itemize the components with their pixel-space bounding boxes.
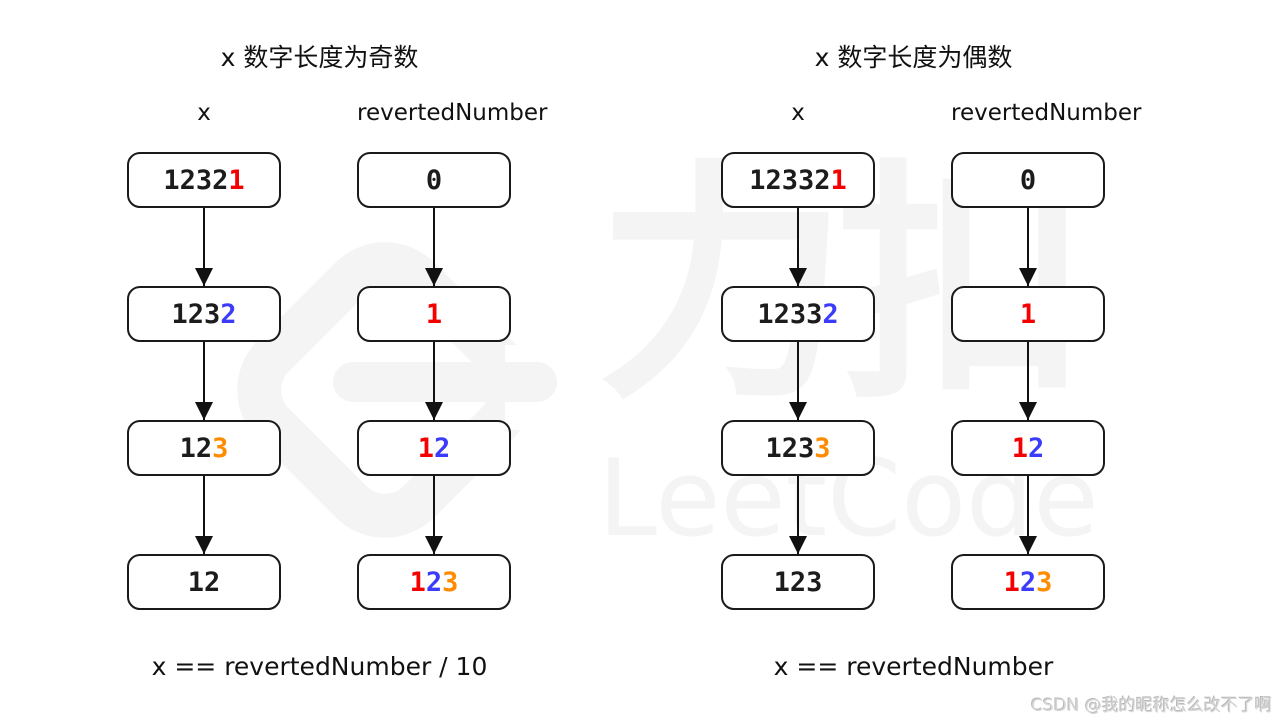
value-box: 123: [721, 554, 875, 610]
digit-segment: 0: [1019, 164, 1037, 196]
digit-segment: 123: [765, 432, 815, 464]
down-arrow: [1027, 208, 1029, 286]
value-box: 12: [127, 554, 281, 610]
digit-segment: 2: [220, 298, 237, 330]
digit-segment: 12332: [749, 164, 831, 196]
digit-segment: 1: [1003, 566, 1020, 598]
down-arrow: [203, 208, 205, 286]
down-arrow: [203, 476, 205, 554]
digit-segment: 123: [171, 298, 221, 330]
down-arrow: [203, 342, 205, 420]
down-arrow: [797, 476, 799, 554]
digit-segment: 2: [1019, 566, 1037, 598]
digit-segment: 123: [773, 566, 823, 598]
leetcode-logo-gap: [505, 345, 590, 430]
digit-segment: 2: [434, 432, 451, 464]
csdn-credit: CSDN @我的昵称怎么改不了啊: [1031, 696, 1272, 716]
digit-segment: 1: [228, 164, 245, 196]
column-header-x: x: [791, 100, 805, 126]
digit-segment: 12: [179, 432, 213, 464]
value-box: 1: [357, 286, 511, 342]
value-box: 0: [357, 152, 511, 208]
down-arrow: [433, 476, 435, 554]
column-header-revertedNumber: revertedNumber: [357, 100, 548, 126]
digit-segment: 1: [1011, 432, 1028, 464]
value-box: 1: [951, 286, 1105, 342]
digit-segment: 2: [1028, 432, 1045, 464]
down-arrow: [797, 342, 799, 420]
digit-segment: 3: [442, 566, 459, 598]
digit-segment: 0: [425, 164, 443, 196]
column-header-revertedNumber: revertedNumber: [951, 100, 1142, 126]
digit-segment: 1233: [757, 298, 823, 330]
down-arrow: [1027, 342, 1029, 420]
digit-segment: 1232: [163, 164, 229, 196]
panel-title: x 数字长度为偶数: [814, 43, 1013, 72]
value-box: 0: [951, 152, 1105, 208]
conclusion-formula: x == revertedNumber: [773, 652, 1054, 681]
digit-segment: 1: [1019, 298, 1037, 330]
down-arrow: [797, 208, 799, 286]
digit-segment: 12: [187, 566, 221, 598]
digit-segment: 2: [425, 566, 443, 598]
conclusion-formula: x == revertedNumber / 10: [151, 652, 488, 681]
down-arrow: [433, 208, 435, 286]
digit-segment: 1: [409, 566, 426, 598]
digit-segment: 1: [425, 298, 443, 330]
digit-segment: 3: [1036, 566, 1053, 598]
down-arrow: [1027, 476, 1029, 554]
down-arrow: [433, 342, 435, 420]
digit-segment: 1: [417, 432, 434, 464]
column-header-x: x: [197, 100, 211, 126]
digit-segment: 3: [212, 432, 229, 464]
digit-segment: 2: [822, 298, 839, 330]
digit-segment: 1: [830, 164, 847, 196]
panel-title: x 数字长度为奇数: [220, 43, 419, 72]
digit-segment: 3: [814, 432, 831, 464]
